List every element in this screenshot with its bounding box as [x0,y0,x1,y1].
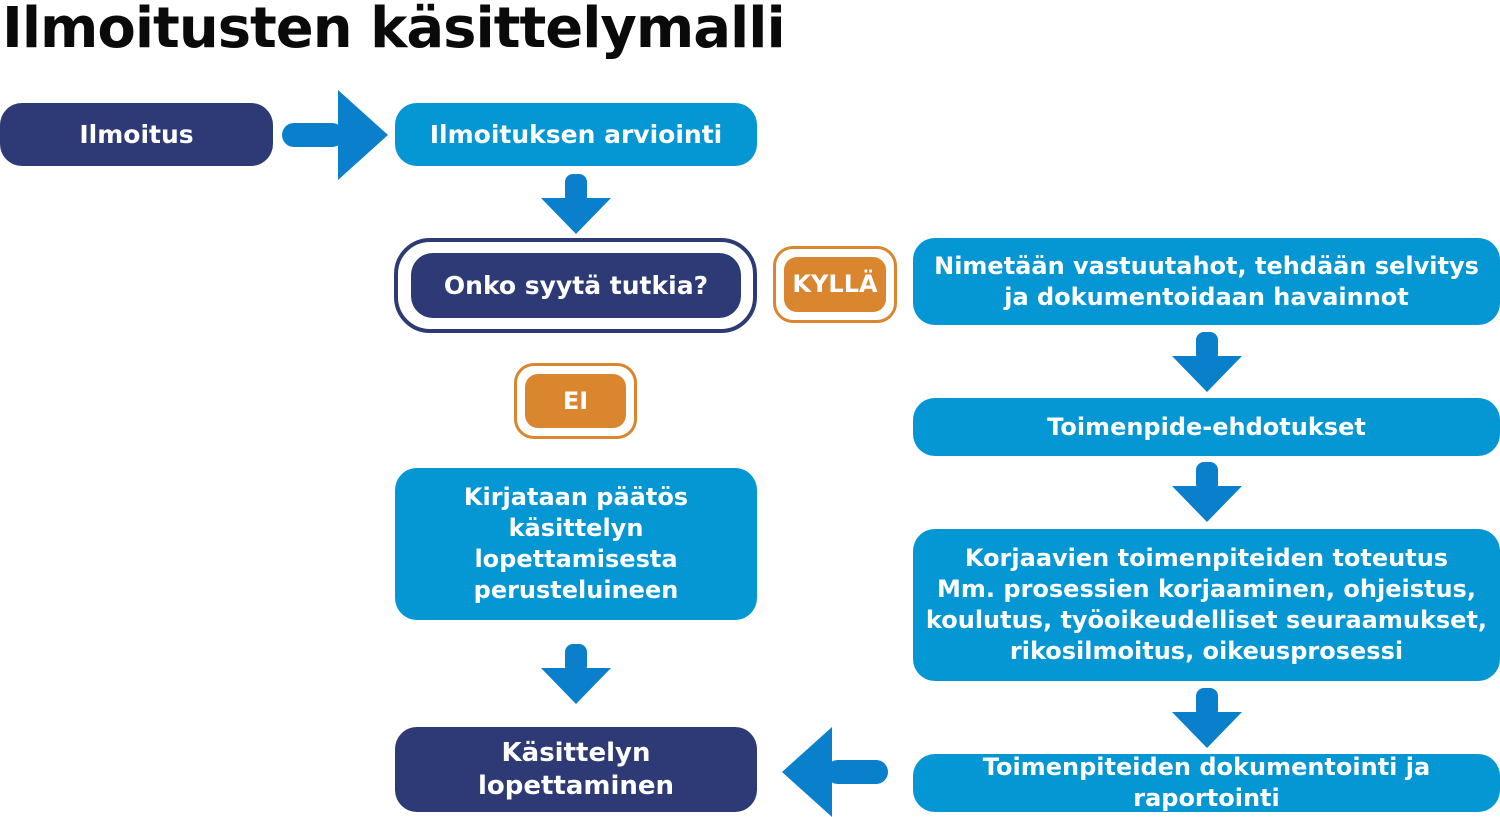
node-dokumentointi: Toimenpiteiden dokumentointi ja raportoi… [913,753,1500,812]
label-no: EI [525,374,626,428]
node-korjaavien: Korjaavien toimenpiteiden toteutus Mm. p… [913,529,1500,681]
arrow-down-icon [1172,332,1242,392]
node-kirjataan: Kirjataan päätös käsittelyn lopettamises… [395,468,757,620]
node-question: Onko syytä tutkia? [411,253,741,318]
node-ehdotukset: Toimenpide-ehdotukset [913,398,1500,456]
arrow-down-icon [541,644,611,704]
node-nimetaan: Nimetään vastuutahot, tehdään selvitys j… [913,238,1500,325]
node-arviointi: Ilmoituksen arviointi [395,103,757,166]
page-title: Ilmoitusten käsittelymalli [2,0,786,61]
arrow-down-icon [1172,462,1242,522]
arrow-down-icon [541,174,611,234]
label-yes: KYLLÄ [784,257,886,312]
arrow-left-icon [782,727,888,817]
arrow-down-icon [1172,688,1242,748]
node-lopettaminen: Käsittelyn lopettaminen [395,727,757,812]
arrow-right-icon [282,90,388,180]
node-ilmoitus: Ilmoitus [0,103,273,166]
